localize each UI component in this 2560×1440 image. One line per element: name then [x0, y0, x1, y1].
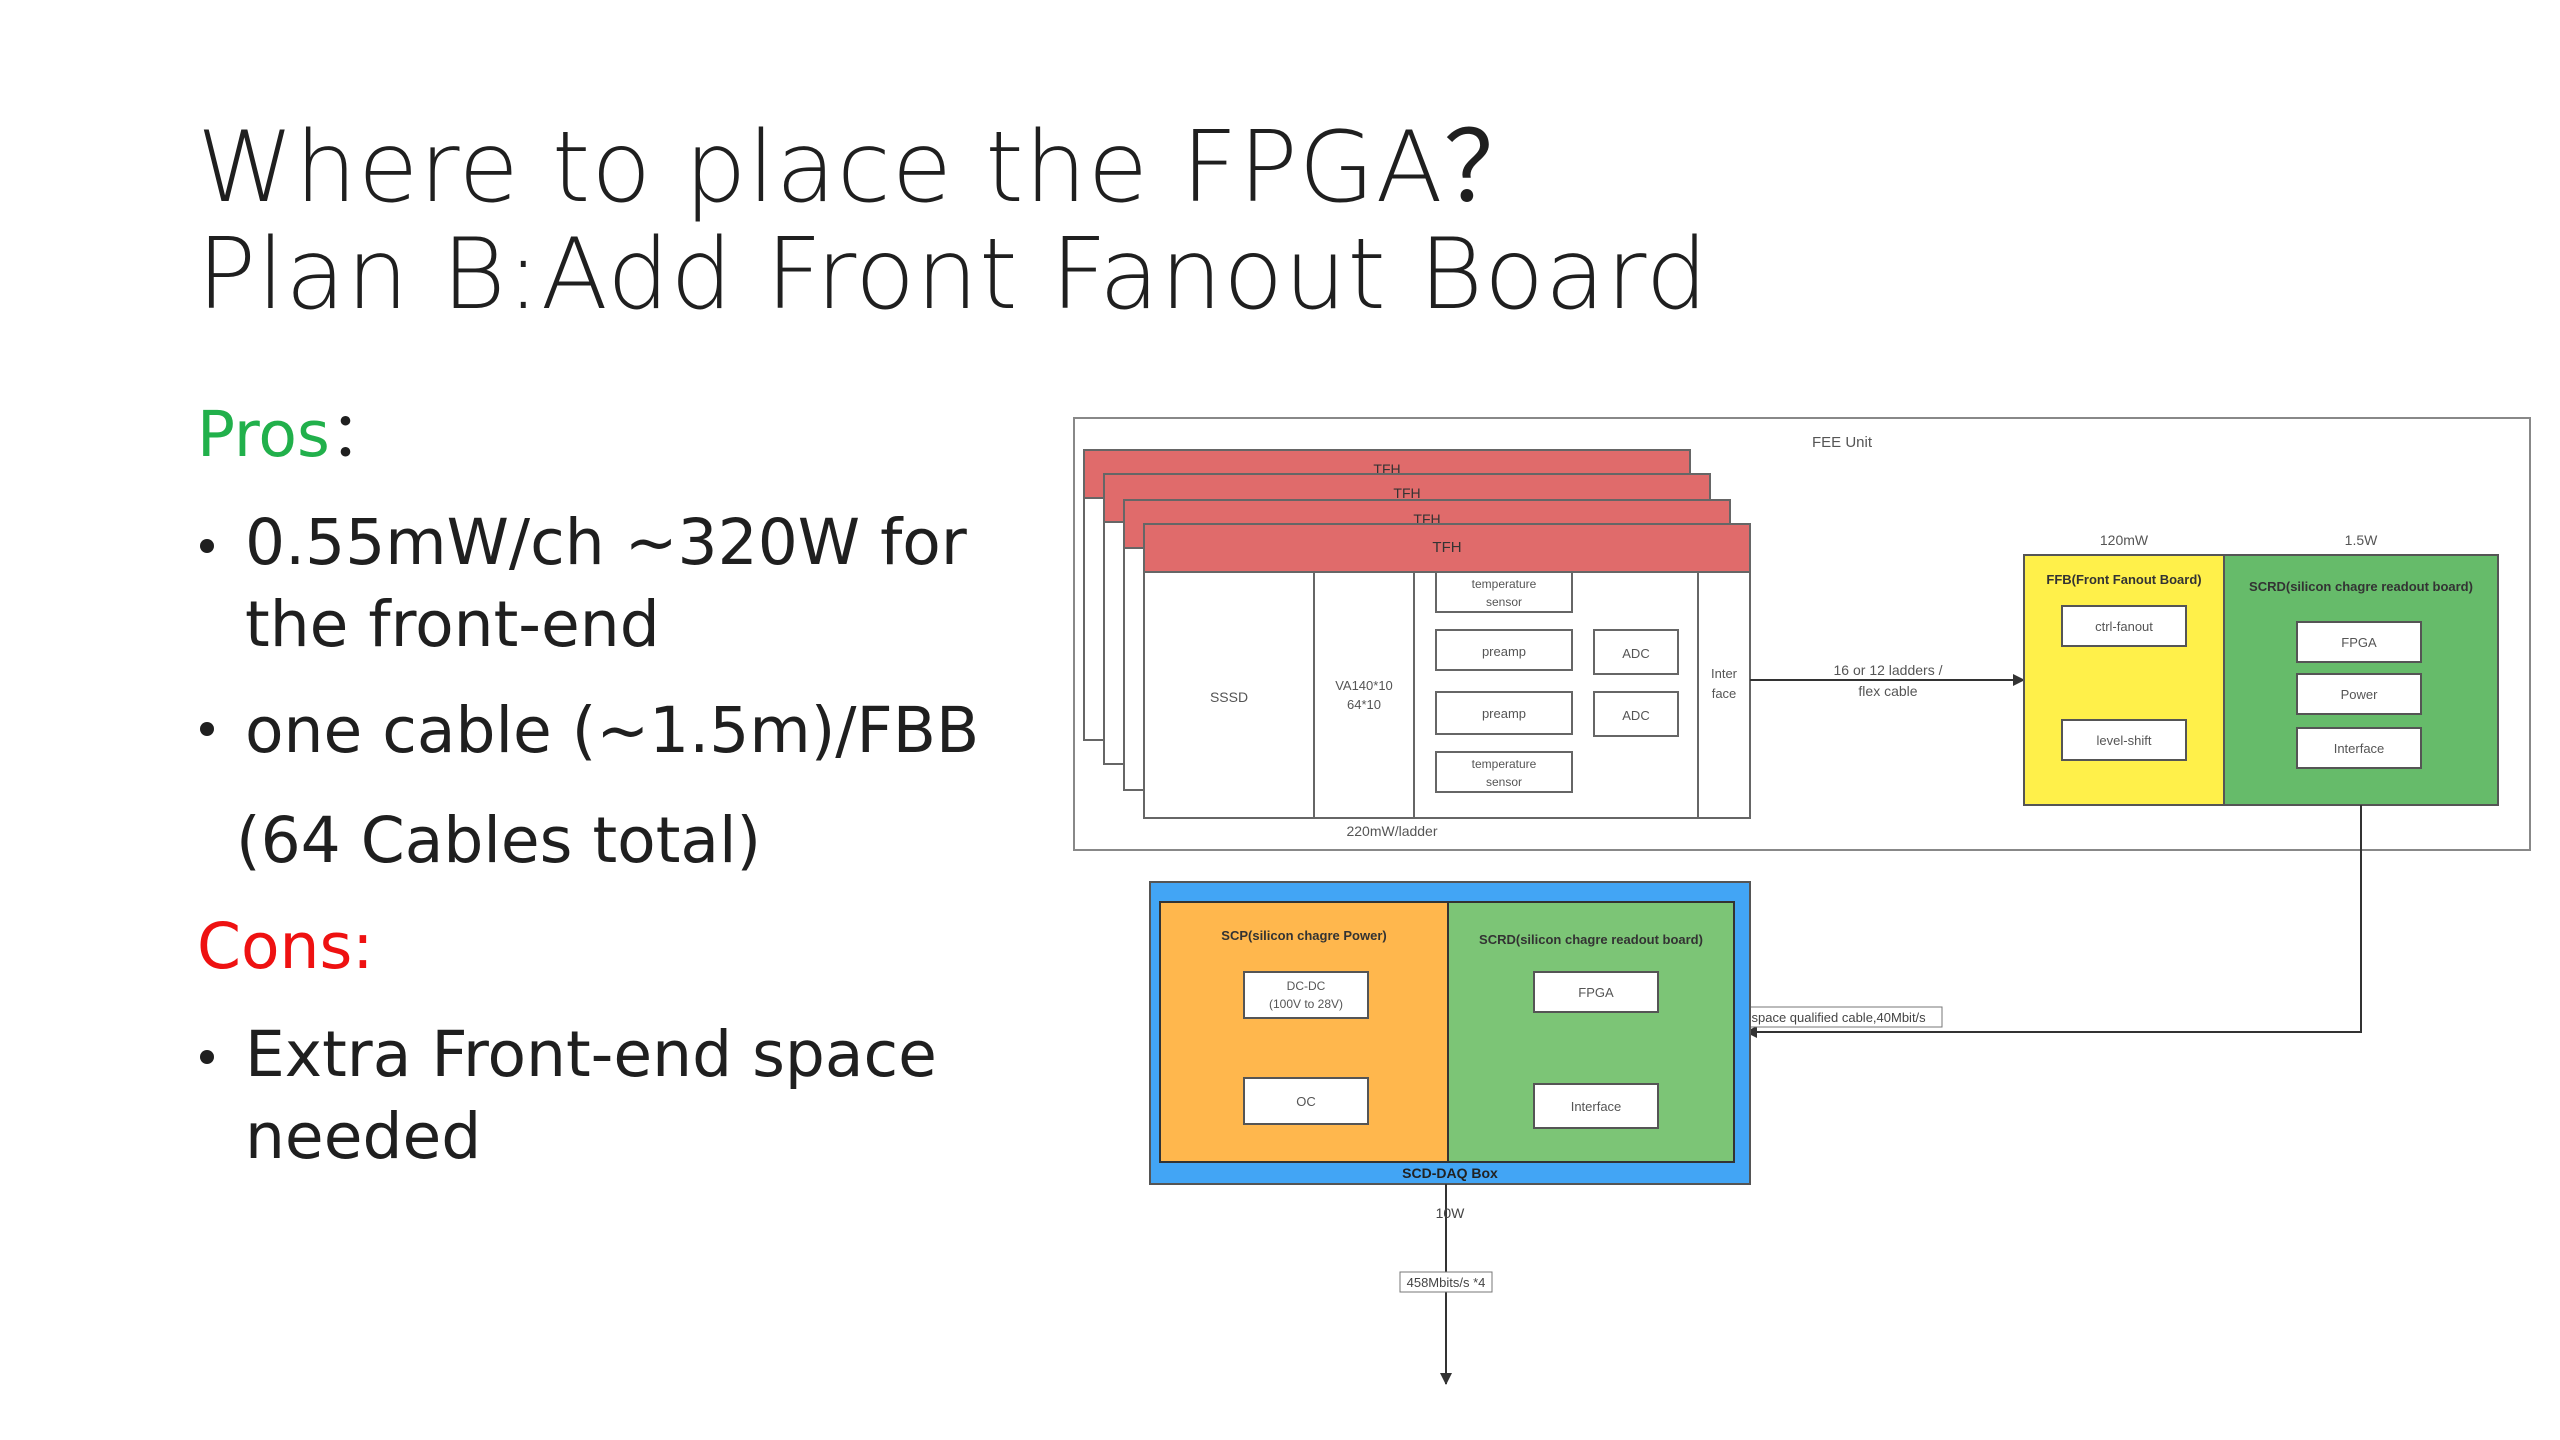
scrd-interface-block — [2296, 727, 2422, 769]
pros-item-1-line-2: the front-end — [245, 588, 660, 661]
cable-label-line-2: flex cable — [1858, 683, 1917, 699]
adc-label-1: ADC — [1622, 646, 1649, 661]
dcdc-label-1: DC-DC — [1287, 979, 1326, 993]
daq-fpga-label: FPGA — [1578, 985, 1614, 1000]
scrd-title-fee: SCRD(silicon chagre readout board) — [2249, 579, 2473, 594]
ffb-board — [2023, 554, 2225, 806]
power-per-ladder-label: 220mW/ladder — [1346, 823, 1437, 839]
pros-label: Pros — [197, 398, 330, 471]
adc-block-1 — [1593, 629, 1679, 675]
temperature-sensor-top — [1435, 571, 1573, 613]
pros-colon: ： — [329, 398, 393, 471]
scp-title: SCP(silicon chagre Power) — [1221, 928, 1386, 943]
output-rate-label: 458Mbits/s *4 — [1407, 1275, 1486, 1290]
cons-item-1-line-2: needed — [245, 1100, 482, 1173]
interface-label-1: Inter — [1711, 666, 1738, 681]
pros-item-1-line-1: 0.55mW/ch ~320W for — [245, 506, 967, 579]
pros-item-2-line-2: (64 Cables total) — [236, 804, 762, 877]
temp-sensor-bottom-line-2: sensor — [1486, 775, 1522, 789]
scd-daq-box-label: SCD-DAQ Box — [1402, 1165, 1498, 1181]
dcdc-label-2: (100V to 28V) — [1269, 997, 1343, 1011]
level-shift-block — [2061, 719, 2187, 761]
multiwire-cable-arrow — [1745, 805, 2362, 1038]
temp-sensor-bottom-line-1: temperature — [1472, 757, 1537, 771]
adc-label-2: ADC — [1622, 708, 1649, 723]
cons-heading: Cons: — [197, 910, 374, 983]
pros-item-2-line-1: one cable (~1.5m)/FBB — [245, 694, 980, 767]
tfh-label-back-2: TFH — [1393, 485, 1420, 501]
scrd-title-daq: SCRD(silicon chagre readout board) — [1479, 932, 1703, 947]
cable-label-line-1: 16 or 12 ladders / — [1834, 662, 1943, 678]
pros-heading: Pros： — [197, 394, 393, 476]
temp-sensor-top-line-2: sensor — [1486, 595, 1522, 609]
ffb-power-label: 120mW — [2100, 532, 2149, 548]
bullet-icon — [200, 1050, 214, 1064]
ladder-front: TFH SSSD VA140*10 64*10 temperature sens… — [1143, 523, 1751, 819]
bullet-icon — [200, 722, 214, 736]
oc-label: OC — [1296, 1094, 1316, 1109]
sssd-label: SSSD — [1210, 689, 1248, 705]
cons-item-1-line-1: Extra Front-end space — [245, 1018, 937, 1091]
daq-fpga-block — [1533, 971, 1659, 1013]
va-block — [1313, 571, 1415, 819]
interface-label-2: face — [1712, 686, 1737, 701]
fee-unit-label: FEE Unit — [1812, 434, 1873, 451]
daq-interface-label: Interface — [1571, 1099, 1622, 1114]
va-label-1: VA140*10 — [1335, 678, 1393, 693]
scrd-fpga-block — [2296, 621, 2422, 663]
tfh-label-front: TFH — [1432, 539, 1461, 556]
slide-title-line-2: Plan B:Add Front Fanout Board — [197, 218, 1709, 332]
output-rate-box — [1399, 1271, 1493, 1293]
ctrl-fanout-label: ctrl-fanout — [2095, 619, 2153, 634]
dcdc-block — [1243, 971, 1369, 1019]
bullet-icon — [200, 539, 214, 553]
scrd-power-block — [2296, 673, 2422, 715]
daq-interface-block — [1533, 1083, 1659, 1129]
preamp-label-1: preamp — [1482, 644, 1526, 659]
tfh-header-front — [1143, 523, 1751, 573]
interface-block — [1697, 571, 1751, 819]
va-label-2: 64*10 — [1347, 697, 1381, 712]
temp-sensor-top-line-1: temperature — [1472, 577, 1537, 591]
sssd-block — [1143, 571, 1315, 819]
ffb-title: FFB(Front Fanout Board) — [2046, 572, 2201, 587]
slide-title-line-1: Where to place the FPGA？ — [197, 111, 1543, 225]
ctrl-fanout-block — [2061, 605, 2187, 647]
scrd-interface-label: Interface — [2334, 741, 2385, 756]
level-shift-label: level-shift — [2097, 733, 2152, 748]
daq-power-label: 10W — [1436, 1205, 1466, 1221]
preamp-label-2: preamp — [1482, 706, 1526, 721]
scrd-fpga-label: FPGA — [2341, 635, 2377, 650]
scrd-power-label: 1.5W — [2345, 532, 2378, 548]
scrd-power-block-label: Power — [2341, 687, 2379, 702]
preamp-block-2 — [1435, 691, 1573, 735]
preamp-block-1 — [1435, 629, 1573, 671]
adc-block-2 — [1593, 691, 1679, 737]
temperature-sensor-bottom — [1435, 751, 1573, 793]
oc-block — [1243, 1077, 1369, 1125]
